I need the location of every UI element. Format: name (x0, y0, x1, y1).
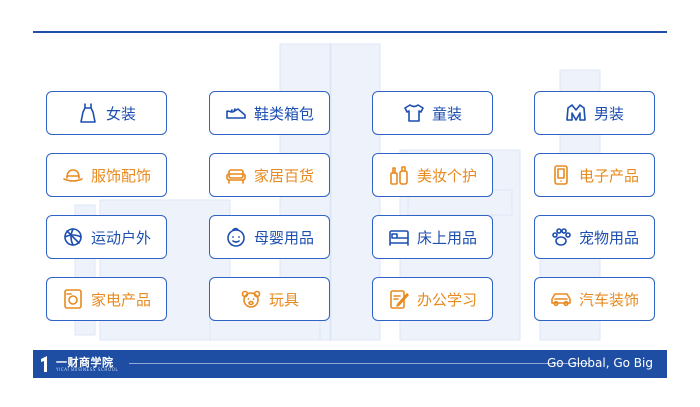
category-button[interactable]: 玩具 (209, 277, 330, 321)
notebook-pen-icon (388, 288, 410, 310)
category-label: 美妆个护 (416, 166, 477, 185)
category-label: 女装 (105, 104, 136, 123)
category-grid: 女装 鞋类箱包 童装 男装服饰配饰 家居百货 美妆个护 电子产品运动户外 母婴用品 床上用品 宠物… (46, 91, 655, 321)
slogan: Go Global, Go Big (546, 356, 653, 370)
footer-bar: 一财商学院 YICAI BUSINESS SCHOOL Go Global, G… (33, 350, 667, 378)
dress-icon (77, 102, 99, 124)
category-button[interactable]: 男装 (534, 91, 655, 135)
category-label: 运动户外 (90, 228, 151, 247)
category-button[interactable]: 汽车装饰 (534, 277, 655, 321)
category-label: 玩具 (268, 290, 299, 309)
category-button[interactable]: 服饰配饰 (46, 153, 167, 197)
bear-icon (240, 288, 262, 310)
category-label: 办公学习 (416, 290, 477, 309)
tablet-icon (550, 164, 572, 186)
category-button[interactable]: 女装 (46, 91, 167, 135)
category-button[interactable]: 家电产品 (46, 277, 167, 321)
logo-icon (41, 356, 47, 372)
category-button[interactable]: 宠物用品 (534, 215, 655, 259)
ball-icon (62, 226, 84, 248)
category-button[interactable]: 美妆个护 (372, 153, 493, 197)
category-label: 家居百货 (253, 166, 314, 185)
top-divider (33, 31, 667, 33)
category-button[interactable]: 童装 (372, 91, 493, 135)
hat-icon (62, 164, 84, 186)
category-label: 汽车装饰 (578, 290, 639, 309)
paw-icon (550, 226, 572, 248)
category-button[interactable]: 家居百货 (209, 153, 330, 197)
category-label: 床上用品 (416, 228, 477, 247)
kids-shirt-icon (403, 102, 425, 124)
brand-subtitle: YICAI BUSINESS SCHOOL (56, 367, 119, 372)
category-button[interactable]: 运动户外 (46, 215, 167, 259)
category-button[interactable]: 办公学习 (372, 277, 493, 321)
category-button[interactable]: 床上用品 (372, 215, 493, 259)
category-label: 宠物用品 (578, 228, 639, 247)
category-label: 鞋类箱包 (253, 104, 314, 123)
category-button[interactable]: 母婴用品 (209, 215, 330, 259)
category-label: 男装 (593, 104, 624, 123)
category-button[interactable]: 电子产品 (534, 153, 655, 197)
shoe-icon (225, 102, 247, 124)
category-label: 母婴用品 (253, 228, 314, 247)
brand-name: 一财商学院 (56, 356, 114, 369)
car-icon (550, 288, 572, 310)
category-label: 服饰配饰 (90, 166, 151, 185)
jacket-icon (565, 102, 587, 124)
category-label: 家电产品 (90, 290, 151, 309)
washing-machine-icon (62, 288, 84, 310)
footer-divider (129, 363, 589, 364)
cosmetics-icon (388, 164, 410, 186)
sofa-icon (225, 164, 247, 186)
bed-icon (388, 226, 410, 248)
baby-icon (225, 226, 247, 248)
category-label: 电子产品 (578, 166, 639, 185)
category-label: 童装 (431, 104, 462, 123)
category-button[interactable]: 鞋类箱包 (209, 91, 330, 135)
